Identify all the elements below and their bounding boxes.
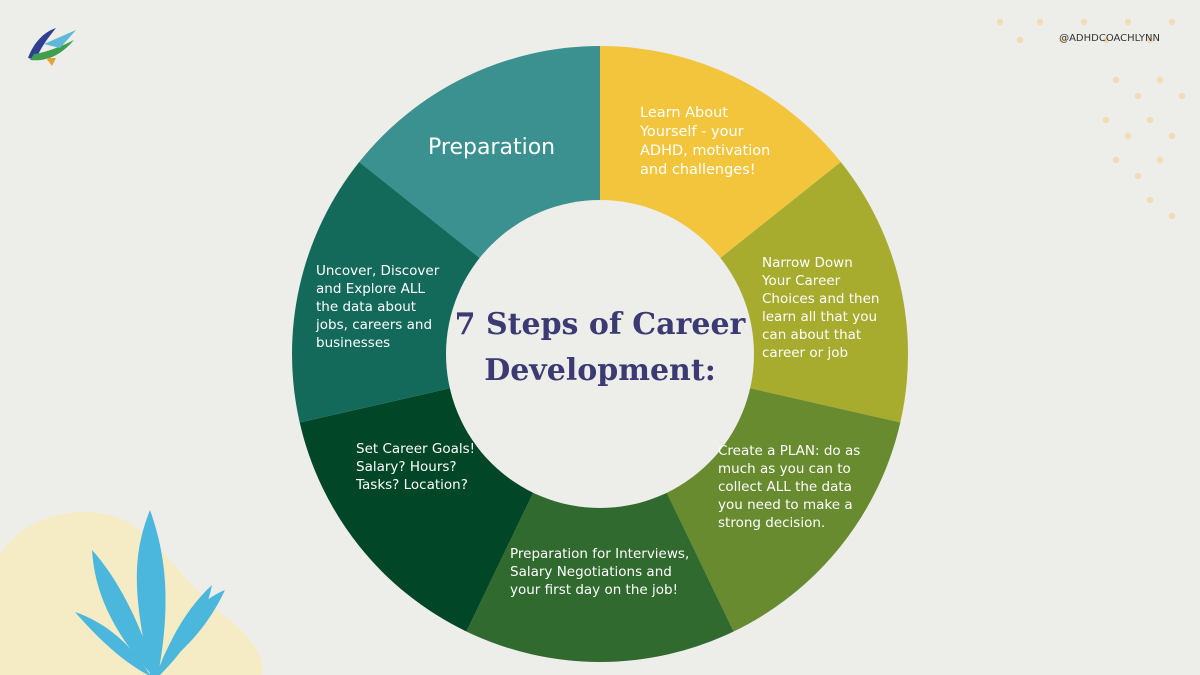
step-5-text: Preparation for Interviews, Salary Negot…: [510, 546, 690, 598]
decor-dot: [1134, 172, 1142, 180]
decor-dot: [1080, 18, 1088, 26]
decor-dot: [1146, 196, 1154, 204]
arrow-logo-icon: [28, 28, 76, 66]
center-hub: [446, 200, 754, 508]
decor-dot: [1124, 18, 1132, 26]
decor-dot: [1112, 156, 1120, 164]
decor-dot: [1036, 18, 1044, 26]
decor-dot: [1058, 36, 1066, 44]
decor-dot: [1178, 92, 1186, 100]
decor-dot: [1102, 36, 1110, 44]
decor-dot: [1146, 116, 1154, 124]
decor-dot: [1112, 76, 1120, 84]
decor-dot: [1146, 36, 1154, 44]
decor-dot: [1168, 212, 1176, 220]
social-handle: @ADHDCOACHLYNN: [1059, 33, 1160, 44]
center-title: 7 Steps of Career Development:: [454, 307, 746, 388]
decor-blob: [0, 511, 263, 675]
decor-dot: [1168, 132, 1176, 140]
decor-dot: [1156, 156, 1164, 164]
decor-dot: [1156, 76, 1164, 84]
step-7-text: Uncover, Discover and Explore ALL the da…: [316, 263, 440, 351]
leaf-plant-icon: [75, 510, 225, 675]
decor-dot: [1016, 36, 1024, 44]
decor-dots: [996, 18, 1186, 220]
step-3-text: Narrow Down Your Career Choices and then…: [762, 255, 880, 361]
step-2-text: Learn About Yourself - your ADHD, motiva…: [640, 105, 771, 178]
decor-dot: [1102, 116, 1110, 124]
step-4-text: Create a PLAN: do as much as you can to …: [718, 443, 861, 531]
step-6-text: Set Career Goals! Salary? Hours? Tasks? …: [356, 441, 476, 493]
decor-dot: [1134, 92, 1142, 100]
decor-dot: [1124, 132, 1132, 140]
decor-dot: [1168, 18, 1176, 26]
step-1-text: Preparation: [428, 135, 556, 160]
decor-dot: [996, 18, 1004, 26]
